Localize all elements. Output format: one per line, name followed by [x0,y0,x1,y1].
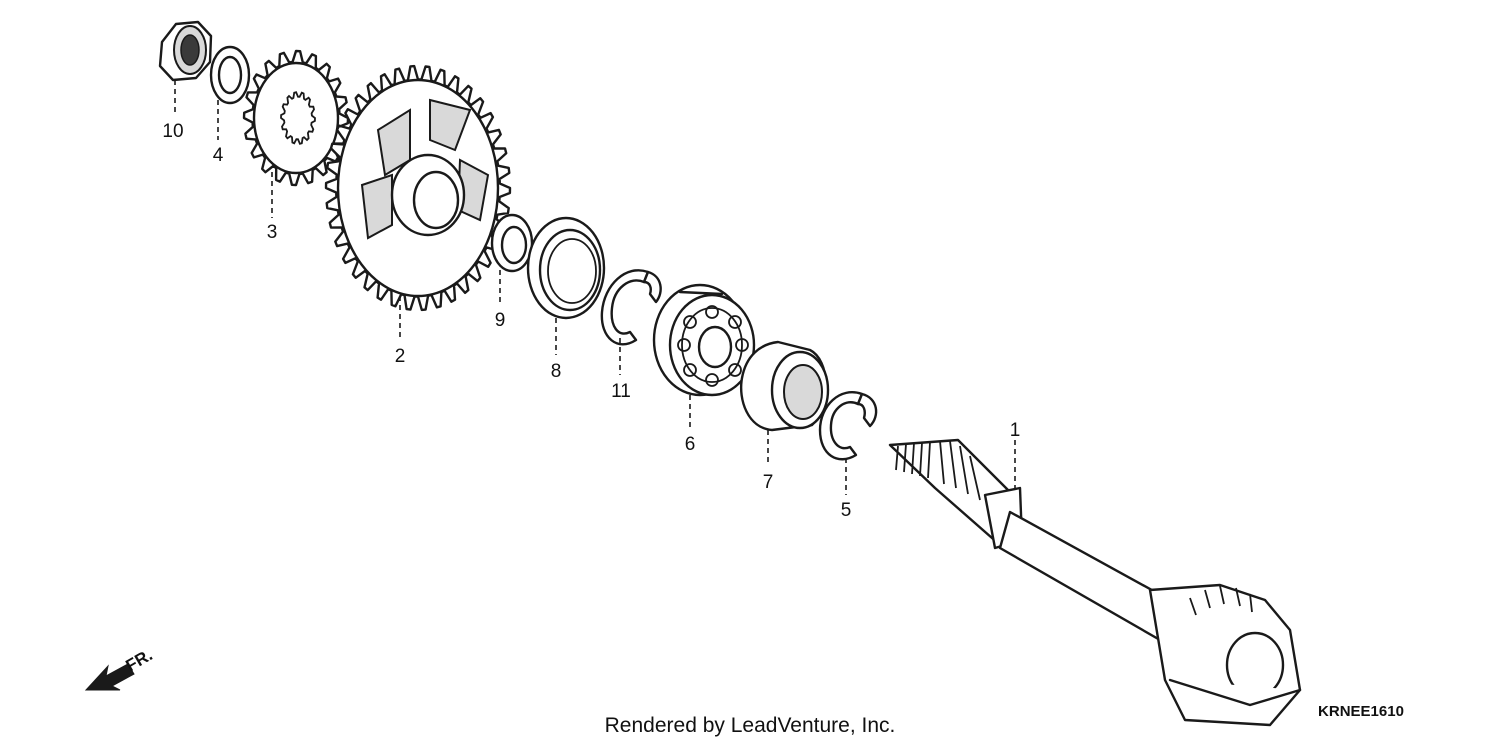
part-10-nut[interactable] [158,20,213,82]
part-9-washer[interactable] [490,213,534,273]
callout-2[interactable]: 2 [395,346,406,367]
callout-11[interactable]: 11 [611,381,631,402]
part-1-spindle[interactable] [888,438,1302,727]
part-2-large-gear[interactable] [324,64,512,312]
front-direction-arrow: FR. [84,645,156,691]
part-4-washer[interactable] [209,45,251,105]
callout-7[interactable]: 7 [763,472,774,493]
callout-5[interactable]: 5 [841,500,852,521]
callout-labels: 10 4 3 2 9 8 11 6 7 5 1 [162,121,1020,521]
callout-1[interactable]: 1 [1010,420,1021,441]
part-5-circlip[interactable] [818,391,878,461]
callout-4[interactable]: 4 [213,145,224,166]
part-6-ball-bearing[interactable] [652,283,756,397]
callout-3[interactable]: 3 [267,222,278,243]
leader-lines [174,80,1016,495]
callout-9[interactable]: 9 [495,310,506,331]
part-8-oil-seal[interactable] [526,216,606,320]
footer-credit: Rendered by LeadVenture, Inc. [605,714,896,737]
part-11-circlip[interactable] [600,269,662,346]
callout-8[interactable]: 8 [551,361,562,382]
diagram-code: KRNEE1610 [1318,703,1404,720]
callout-10[interactable]: 10 [162,121,183,142]
callout-6[interactable]: 6 [685,434,696,455]
part-3-small-gear[interactable] [242,49,350,187]
part-7-needle-bearing[interactable] [739,340,830,432]
